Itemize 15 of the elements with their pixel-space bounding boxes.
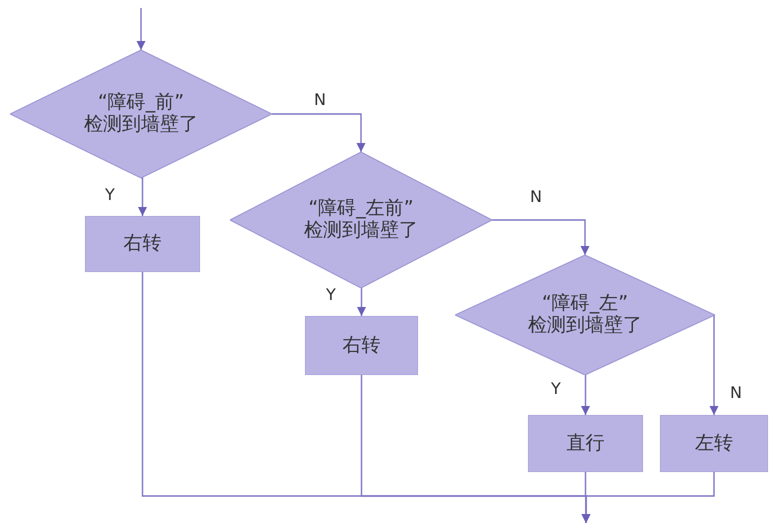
arrow — [581, 374, 590, 415]
arrow — [138, 177, 147, 216]
decision-diamond: “障碍_左前”检测到墙壁了 — [230, 152, 492, 288]
process-box: 右转 — [85, 216, 200, 272]
process-box: 直行 — [528, 415, 643, 472]
decision-diamond: “障碍_左”检测到墙壁了 — [455, 255, 715, 375]
process-box: 左转 — [660, 415, 768, 472]
arrow — [582, 472, 715, 523]
arrow — [136, 8, 146, 50]
process-box: 右转 — [305, 316, 418, 375]
arrow — [357, 287, 366, 316]
arrow — [710, 314, 718, 415]
arrow — [492, 219, 590, 255]
arrow — [272, 113, 366, 152]
decision-diamond: “障碍_前”检测到墙壁了 — [10, 50, 272, 178]
